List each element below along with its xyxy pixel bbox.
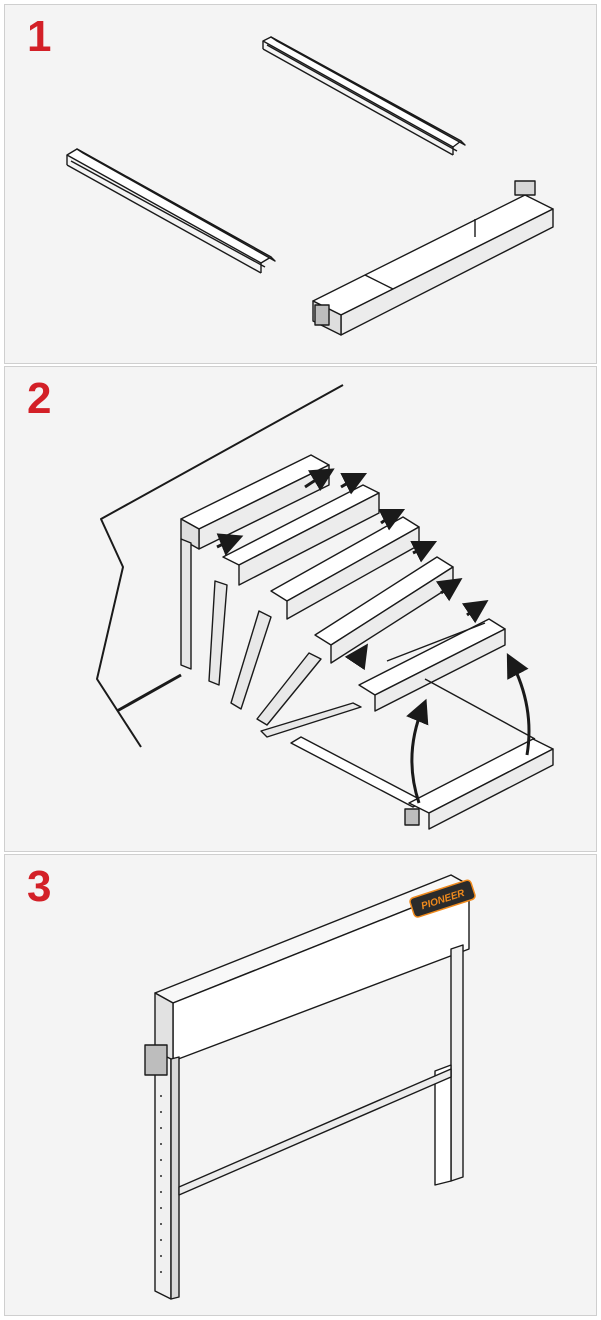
side-rail-left [66,148,276,274]
step-2-panel: 2 [4,366,597,852]
step-1-number: 1 [27,12,52,61]
step-3-number: 3 [27,862,52,911]
step-1-panel: 1 [4,4,597,364]
side-rail-top [262,36,466,156]
ground-unit [290,678,554,830]
step-2-illustration [96,384,554,830]
installed-frame [180,454,330,670]
installed-head-box [154,874,470,1062]
rotating-unit-3 [256,556,454,726]
wall-outline [96,384,344,748]
step-3-panel: 3 [4,854,597,1316]
curtain-bottom-bar [178,1068,452,1196]
step-1-illustration [66,36,554,336]
rotation-arrows [216,468,531,804]
rotating-unit-4 [260,618,506,738]
step-3-illustration: PIONEER [144,874,476,1300]
left-side-guide [144,1044,180,1300]
head-box [312,180,554,336]
step-2-number: 2 [27,374,52,423]
rotating-unit-2 [230,516,420,710]
right-side-guide [434,944,464,1186]
